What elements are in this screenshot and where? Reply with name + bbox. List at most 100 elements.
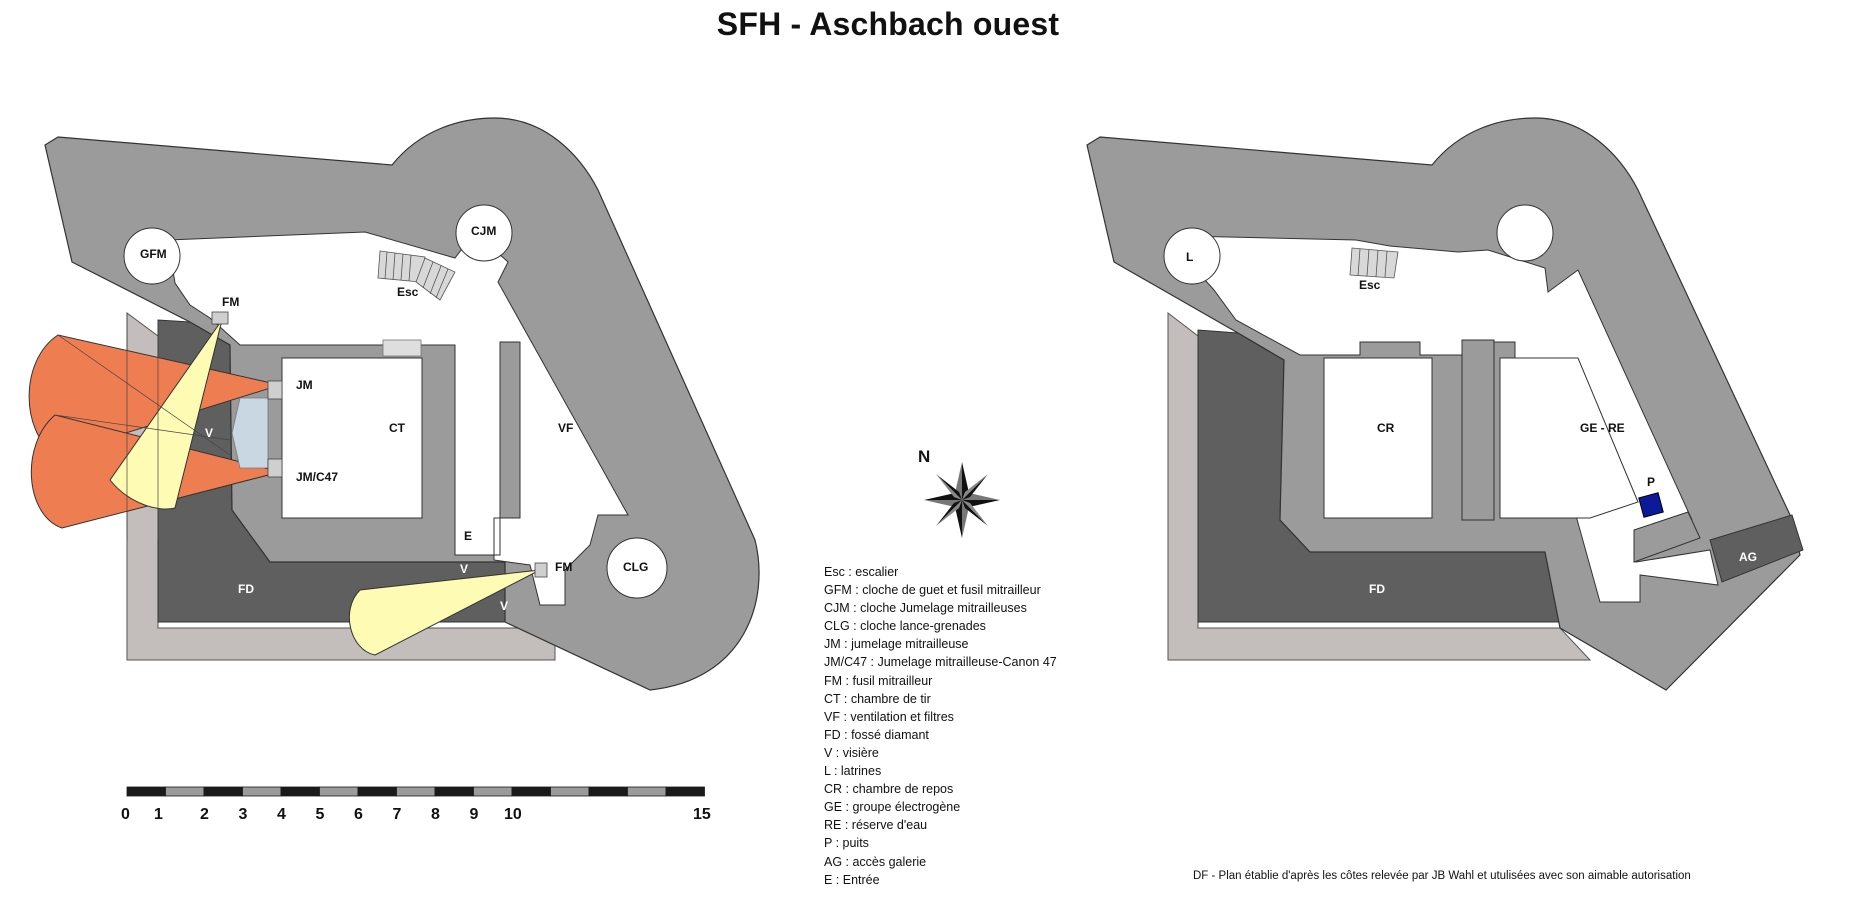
scale-tick-label: 5 (316, 806, 325, 823)
label-jm: JM (296, 378, 313, 392)
scale-bar-segment (165, 786, 205, 797)
scale-tick-label: 15 (693, 806, 711, 823)
sector-grid (54, 313, 231, 540)
scale-bar-segment (396, 786, 436, 797)
gfm-cloche (123, 227, 181, 285)
legend-item: Esc : escalier (824, 565, 899, 579)
stairs-left (377, 250, 456, 301)
scale-bar-segment (434, 786, 474, 797)
page-title: SFH - Aschbach ouest (716, 6, 1060, 42)
label-e: E (464, 529, 472, 543)
scale-tick-label: 8 (431, 806, 440, 823)
label-fd-right: FD (1369, 582, 1385, 596)
scale-bar-segment (473, 786, 513, 797)
scale-tick-label: 3 (239, 806, 248, 823)
jm-embrasure (267, 380, 283, 400)
legend-item: GFM : cloche de guet et fusil mitrailleu… (824, 583, 1041, 598)
visor-glass (231, 397, 269, 469)
scale-bar-segment (588, 786, 628, 797)
right-plan: L Esc CR GE - RE P AG FD (1086, 117, 1804, 691)
scale-tick-label: 10 (504, 806, 522, 823)
wall-cr-ge (1461, 339, 1495, 521)
label-ag: AG (1739, 550, 1757, 564)
scale-tick-label: 7 (393, 806, 402, 823)
legend-item: L : latrines (824, 764, 882, 779)
legend-item: CLG : cloche lance-grenades (824, 619, 986, 634)
label-p: P (1647, 475, 1655, 489)
north-label: N (918, 447, 930, 466)
well-marker (1638, 492, 1664, 518)
label-cjm: CJM (471, 224, 496, 238)
label-v-mid: V (460, 562, 468, 576)
firing-chamber-ct (281, 357, 423, 519)
legend-item: CR : chambre de repos (824, 782, 954, 797)
legend-item: RE : réserve d'eau (824, 818, 928, 833)
clg-cloche (606, 537, 668, 599)
scale-tick-label: 6 (354, 806, 363, 823)
label-cr: CR (1377, 421, 1395, 435)
legend-item: FD : fossé diamant (824, 727, 929, 742)
label-ct: CT (389, 421, 406, 435)
label-v-left: V (205, 426, 213, 440)
interior-corridor-left (167, 231, 629, 606)
legend-item: FM : fusil mitrailleur (824, 673, 933, 688)
scale-tick-label: 0 (121, 806, 130, 823)
legend-item: JM/C47 : Jumelage mitrailleuse-Canon 47 (824, 655, 1057, 670)
legend-item: JM : jumelage mitrailleuse (824, 637, 969, 652)
legend-item: CJM : cloche Jumelage mitrailleuses (824, 601, 1027, 616)
fire-sector-fm-top (109, 319, 223, 510)
label-esc-left: Esc (397, 285, 419, 299)
legend-item: P : puits (824, 836, 869, 851)
scale-bar-segment (242, 786, 282, 797)
gallery-access-ag (1709, 514, 1804, 583)
label-vf: VF (558, 421, 573, 435)
ct-wall-top (382, 339, 422, 357)
scale-tick-label: 1 (154, 806, 163, 823)
scale-bar-segment (203, 786, 243, 797)
scale-bar-segment (357, 786, 397, 797)
jmc47-embrasure (267, 458, 283, 478)
cjm-cloche (455, 204, 513, 262)
label-esc-right: Esc (1359, 278, 1381, 292)
label-fm-bottom: FM (555, 560, 572, 574)
label-gfm: GFM (140, 247, 167, 261)
label-l: L (1186, 250, 1193, 264)
left-plan: GFM CJM Esc FM JM CT VF V JM/C47 E V FM … (28, 117, 760, 691)
scale-bar: 0 1 2 3 4 5 6 7 8 9 10 15 (121, 786, 711, 823)
right-cloche (1496, 204, 1554, 262)
legend-item: E : Entrée (824, 872, 880, 887)
scale-bar-segment (511, 786, 551, 797)
ge-tongue (1633, 511, 1701, 563)
scale-bar-segment (550, 786, 590, 797)
scale-bar-segment (280, 786, 320, 797)
label-v-bottom: V (500, 599, 508, 613)
scale-tick-label: 4 (277, 806, 286, 823)
legend-item: AG : accès galerie (824, 854, 927, 869)
l-cloche (1163, 227, 1221, 285)
legend-item: GE : groupe électrogène (824, 800, 961, 815)
rest-room-cr (1323, 357, 1433, 519)
legend-item: CT : chambre de tir (824, 691, 931, 706)
legend-item: V : visière (824, 745, 879, 760)
fm-bottom-embrasure (534, 562, 548, 578)
stairs-right (1349, 247, 1399, 279)
legend-item: VF : ventilation et filtres (824, 709, 954, 724)
label-fd-left: FD (238, 582, 254, 596)
label-jmc47: JM/C47 (296, 470, 338, 484)
label-fm-top: FM (222, 295, 239, 309)
scale-bar-segment (126, 786, 166, 797)
scale-bar-segment (319, 786, 359, 797)
credit-note: DF - Plan établie d'après les côtes rele… (1193, 870, 1691, 882)
generator-room (1499, 357, 1639, 519)
fm-top-embrasure (211, 311, 229, 325)
scale-bar-segment (627, 786, 667, 797)
label-clg: CLG (623, 560, 648, 574)
scale-bar-segment (665, 786, 705, 797)
label-ge-re: GE - RE (1580, 421, 1625, 435)
scale-tick-label: 9 (470, 806, 479, 823)
fire-sector-fm-bottom (348, 569, 541, 656)
scale-tick-label: 2 (200, 806, 209, 823)
